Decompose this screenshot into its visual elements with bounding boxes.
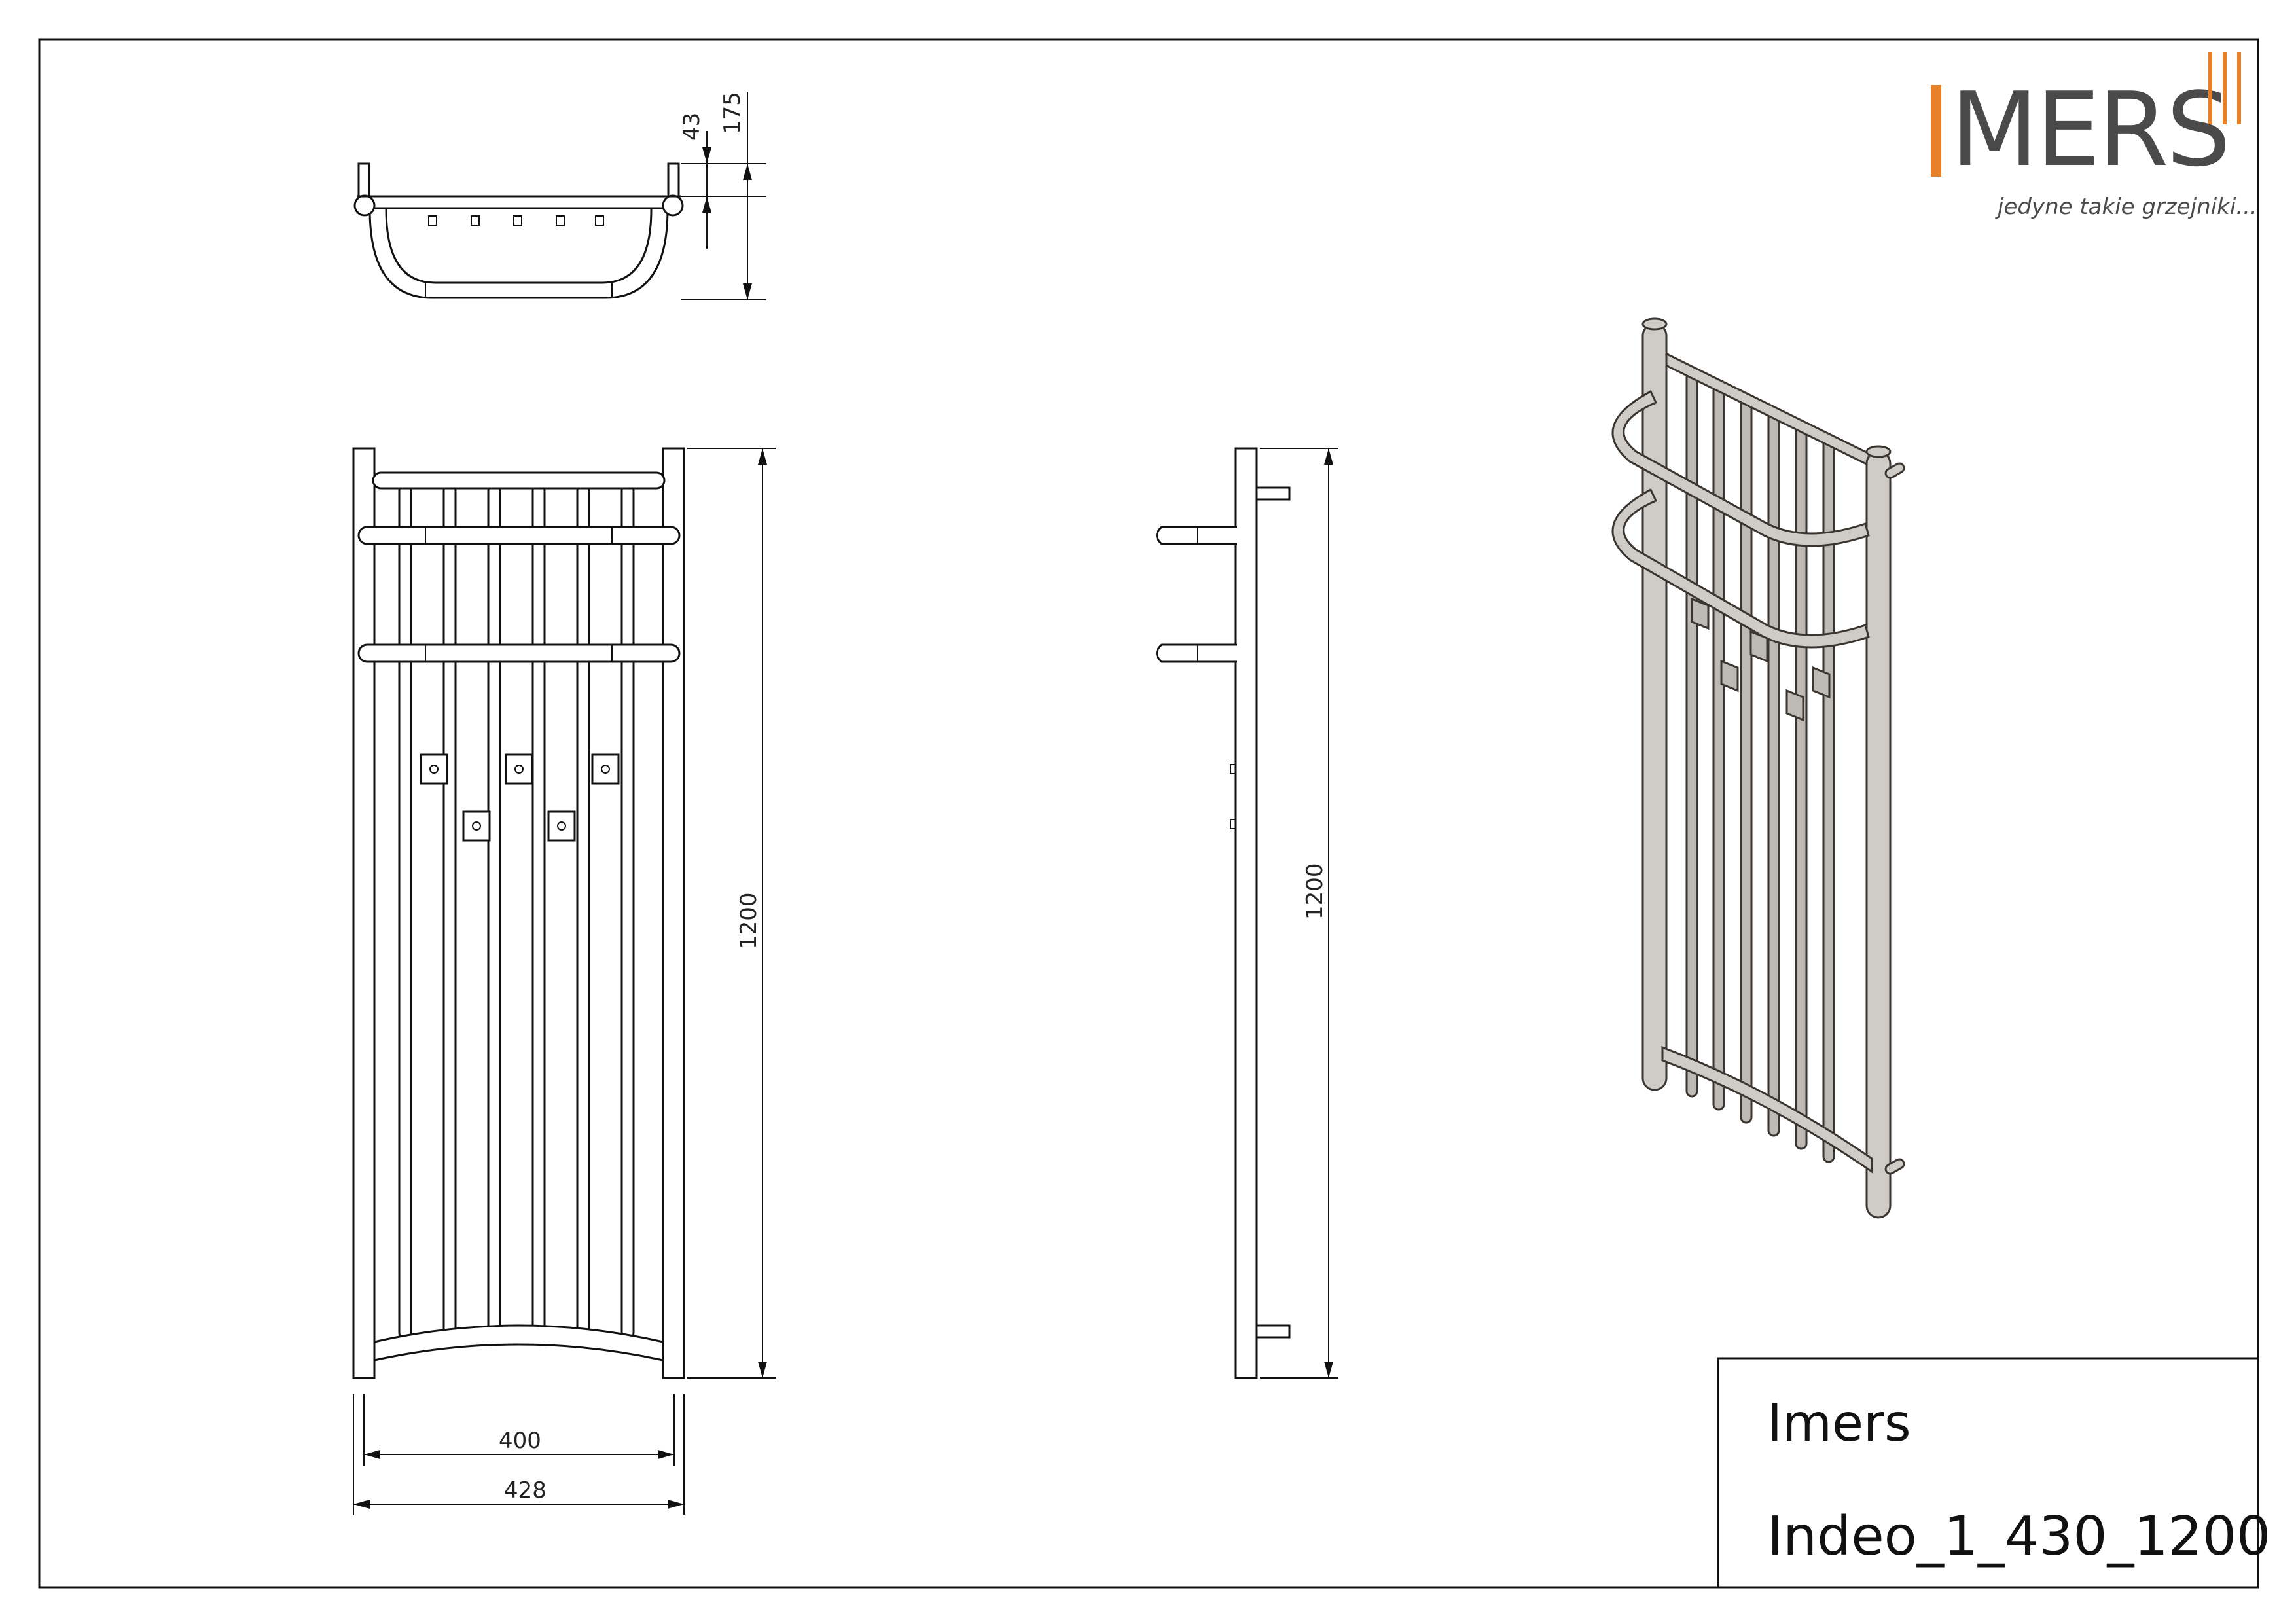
isometric-view [1611,317,1905,1219]
front-view: 1200 400 428 [352,447,776,1515]
imers-logo: MERS jedyne takie grzejniki... [1931,52,2258,223]
top-view: 43 175 [353,92,766,300]
hooks [420,753,620,842]
title-block-company: Imers [1767,1394,1911,1453]
dim-front-outer-width: 428 [504,1477,547,1504]
logo-stripes [2208,52,2254,124]
dim-top-175: 175 [719,92,745,134]
title-block-model: Indeo_1_430_1200 [1767,1506,2271,1568]
dim-top-43: 43 [679,113,705,141]
logo-orange-bar [1931,85,1941,177]
side-view: 1200 [1156,447,1338,1379]
dim-front-inner-width: 400 [499,1428,541,1454]
logo-tagline: jedyne takie grzejniki... [1998,194,2257,220]
logo-text: MERS [1950,70,2231,189]
drawing-frame [38,38,2259,1589]
title-block-frame [1717,1357,2258,1587]
dim-side-height: 1200 [1302,863,1328,920]
dim-front-height: 1200 [736,892,762,949]
